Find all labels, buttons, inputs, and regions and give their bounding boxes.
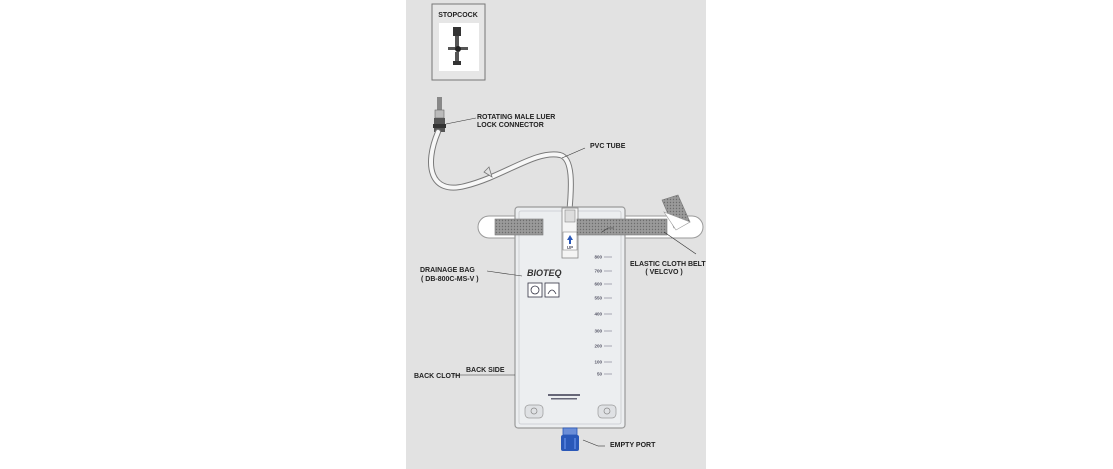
scale-tick-label: 700 <box>594 269 602 274</box>
drainage-bag-label-line2: ( DB-800C-MS-V ) <box>421 276 479 283</box>
volume-scale: 800 700 600 550 400 300 200 100 50 <box>594 255 612 377</box>
back-cloth-label: BACK CLOTH <box>414 373 460 380</box>
drainage-bag-label-line1: DRAINAGE BAG <box>420 267 475 274</box>
scale-tick-label: 800 <box>594 255 602 260</box>
pvc-tube-label: PVC TUBE <box>590 143 626 150</box>
back-side-label: BACK SIDE <box>466 367 505 374</box>
pvc-tube <box>428 129 574 218</box>
up-arrow-icon <box>567 235 573 244</box>
elastic-belt <box>494 194 691 236</box>
scale-tick-label: 50 <box>597 372 603 377</box>
connector-label-line2: LOCK CONNECTOR <box>477 122 544 129</box>
luer-lock-connector <box>433 97 446 132</box>
up-label: UP <box>567 245 573 250</box>
scale-tick-label: 550 <box>594 296 602 301</box>
connector-label-line1: ROTATING MALE LUER <box>477 114 555 121</box>
scale-tick-label: 100 <box>594 360 602 365</box>
leader-lines <box>445 117 697 447</box>
empty-port-label: EMPTY PORT <box>610 442 656 449</box>
stopcock-inset: STOPCOCK <box>431 3 486 81</box>
scale-tick-label: 300 <box>594 329 602 334</box>
belt-label-line1: ELASTIC CLOTH BELT <box>630 261 706 268</box>
empty-port <box>561 427 579 451</box>
stopcock-icon <box>448 27 468 65</box>
scale-tick-label: 600 <box>594 282 602 287</box>
scale-tick-label: 200 <box>594 344 602 349</box>
scale-tick-label: 400 <box>594 312 602 317</box>
stopcock-label: STOPCOCK <box>438 12 478 19</box>
symbol-icon <box>527 282 543 298</box>
brand-logo: BIOTEQ <box>527 268 562 278</box>
belt-label-line2: ( VELCVO ) <box>645 269 682 276</box>
drainage-bag: UP BIOTEQ 800 700 600 550 400 300 200 100 50 <box>514 206 626 429</box>
